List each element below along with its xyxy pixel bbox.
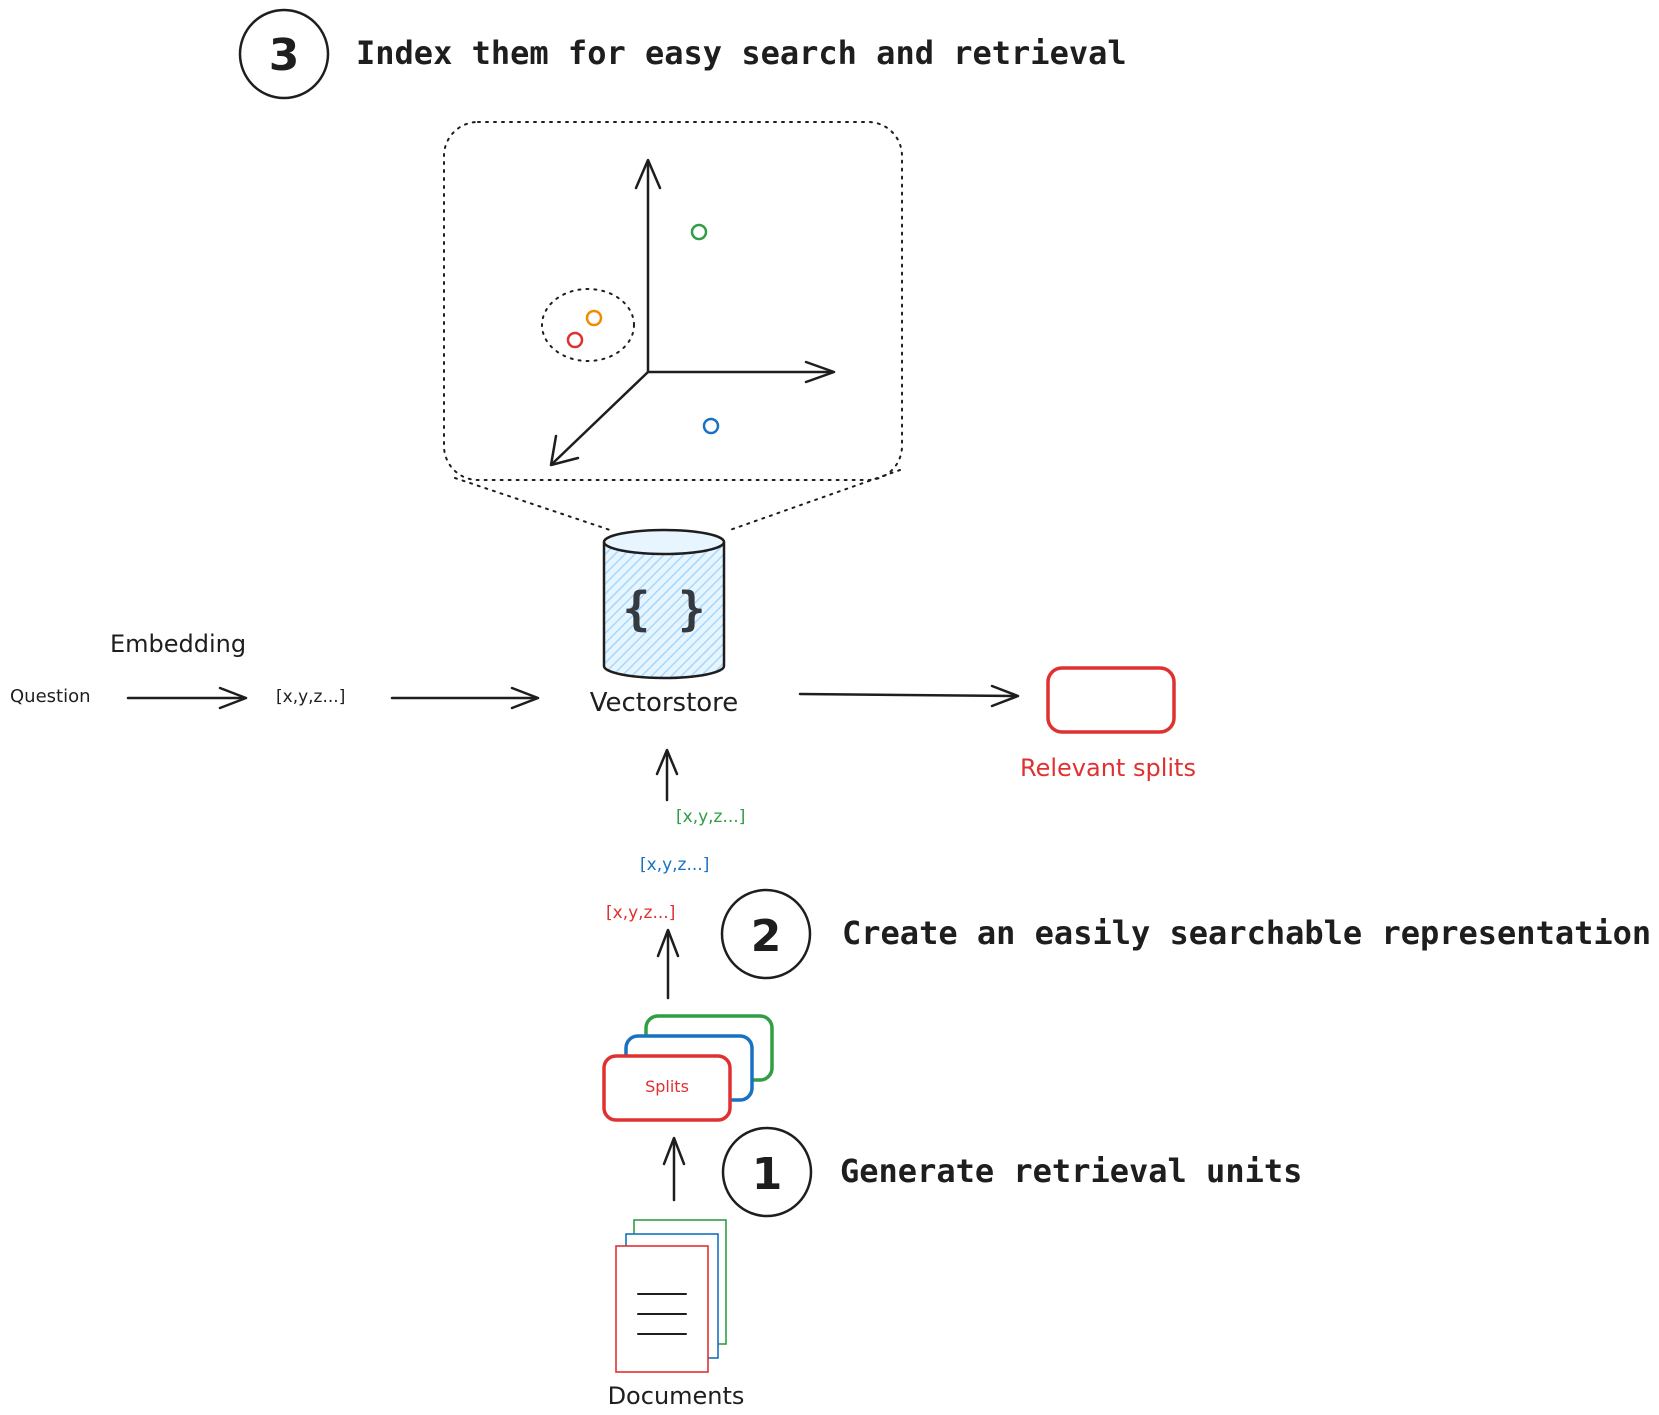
vectorstore-braces-icon: { } — [622, 582, 705, 636]
embedding-space-frame — [443, 121, 903, 481]
vector-to-vectorstore-arrow — [390, 686, 540, 710]
document-page-red — [615, 1245, 709, 1373]
document-text-lines — [637, 1293, 687, 1335]
step-3-header: 3 Index them for easy search and retriev… — [238, 8, 1127, 100]
step-3-number: 3 — [269, 30, 300, 81]
documents-to-splits-arrow — [662, 1136, 686, 1202]
question-to-vector-arrow — [126, 686, 248, 710]
question-vector: [x,y,z...] — [276, 687, 345, 707]
step-2-header: 2 Create an easily searchable representa… — [720, 888, 1651, 980]
splits-to-vectors-arrow — [656, 928, 680, 1000]
split-card-red — [602, 1054, 732, 1122]
vectors-to-vectorstore-arrow — [655, 748, 679, 802]
similarity-cluster-outline — [541, 288, 635, 362]
step-1-badge — [721, 1126, 813, 1218]
step-1-number: 1 — [752, 1149, 783, 1200]
green-vector-point — [690, 223, 708, 241]
step-2-badge — [720, 888, 812, 980]
orange-vector-point — [585, 309, 603, 327]
step-2-number: 2 — [751, 911, 782, 962]
step-1-title: Generate retrieval units — [840, 1152, 1302, 1190]
splits-label: Splits — [645, 1077, 689, 1096]
step-1-header: 1 Generate retrieval units — [721, 1126, 1302, 1218]
card-stack-icon — [602, 1014, 774, 1122]
zoom-connector-right — [729, 469, 901, 531]
blue-vector-point — [702, 417, 720, 435]
step-3-title: Index them for easy search and retrieval — [356, 34, 1127, 72]
red-vector-point — [566, 331, 584, 349]
zoom-connector-left — [454, 477, 611, 531]
vectorstore-to-results-arrow — [798, 684, 1020, 708]
split-vector-green: [x,y,z...] — [676, 807, 745, 827]
question-label: Question — [10, 686, 91, 707]
database-cylinder-icon: { } — [602, 528, 726, 680]
embedding-space-panel — [443, 121, 903, 531]
split-vector-blue: [x,y,z...] — [640, 855, 709, 875]
step-2-title: Create an easily searchable representati… — [842, 914, 1651, 952]
vectorstore-label: Vectorstore — [590, 688, 739, 718]
step-3-badge — [238, 8, 330, 100]
documents-label: Documents — [608, 1382, 745, 1410]
embedding-label: Embedding — [110, 630, 246, 658]
relevant-split-card — [1046, 666, 1176, 734]
split-vector-red: [x,y,z...] — [606, 903, 675, 923]
3d-axes-icon — [549, 158, 836, 467]
document-stack-icon — [615, 1219, 727, 1373]
relevant-splits-label: Relevant splits — [1020, 754, 1196, 782]
